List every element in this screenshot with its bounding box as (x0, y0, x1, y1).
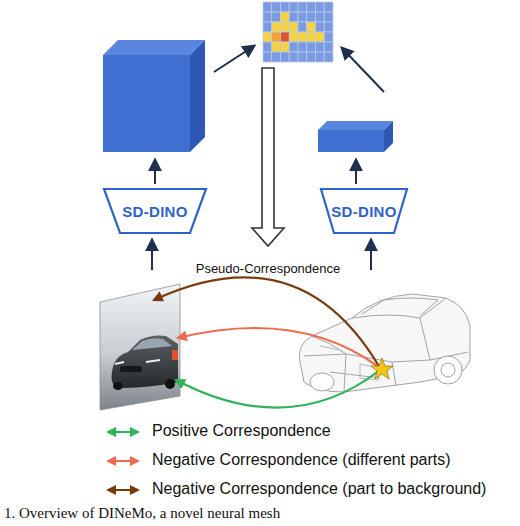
encoder-trapezoid: SD-DINO (103, 188, 207, 234)
legend-sample (108, 431, 138, 433)
similarity-heatmap (263, 2, 333, 62)
legend-entry: Positive Correspondence (152, 422, 331, 440)
flow-arrow (355, 160, 357, 184)
legend-sample (108, 489, 138, 491)
encoder-trapezoid: SD-DINO (320, 188, 408, 234)
positive-arrow (176, 370, 380, 408)
keypoint-star (371, 358, 393, 379)
car-photo (100, 284, 180, 410)
car-mesh (299, 294, 470, 392)
encoder-label: SD-DINO (122, 203, 187, 220)
feature-volume (103, 40, 205, 152)
encoder-label: SD-DINO (331, 203, 396, 220)
figure-caption: 1. Overview of DINeMo, a novel neural me… (4, 505, 280, 522)
flow-arrow (154, 160, 156, 184)
flow-arrow (370, 240, 372, 270)
legend-entry: Negative Correspondence (part to backgro… (152, 480, 486, 498)
flow-arrow (214, 46, 254, 72)
feature-volume (318, 121, 393, 152)
annotation-label: Pseudo-Correspondence (178, 261, 358, 276)
negative-part-arrow (178, 328, 380, 368)
flow-arrow (151, 240, 153, 270)
flow-arrow (342, 48, 384, 92)
legend-entry: Negative Correspondence (different parts… (152, 451, 451, 469)
negative-background-arrow (154, 277, 380, 368)
hollow-arrow (252, 68, 284, 246)
legend-sample (108, 460, 138, 462)
